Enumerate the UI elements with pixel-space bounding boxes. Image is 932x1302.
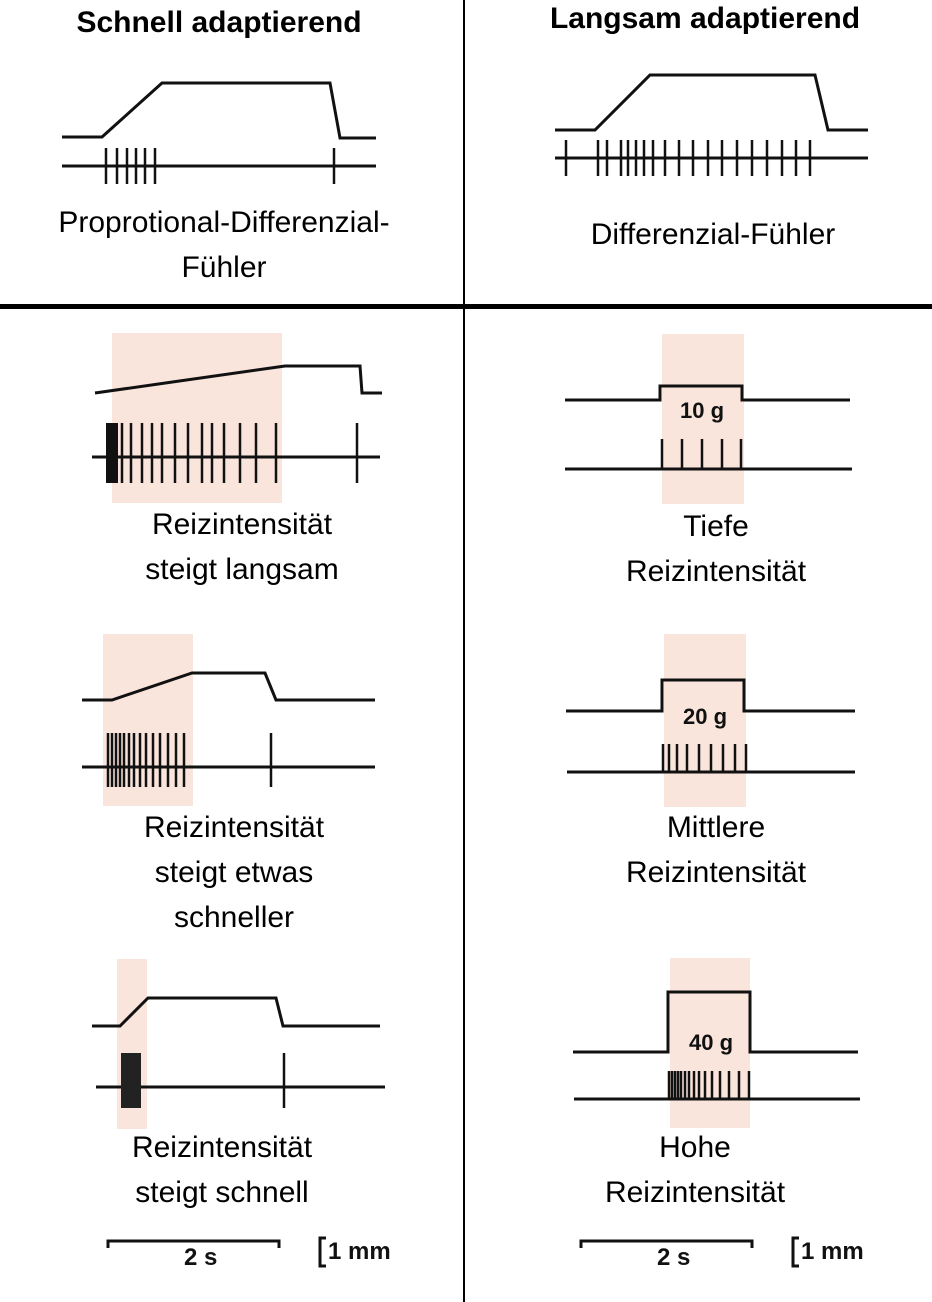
- weight-label: 40 g: [689, 1030, 733, 1055]
- section-divider: [0, 304, 932, 309]
- weight-label: 10 g: [680, 398, 724, 423]
- amplitude-scale-label: 1 mm: [328, 1238, 391, 1265]
- panel-right-2: 20 g: [566, 634, 855, 807]
- time-scale-label: 2 s: [657, 1244, 690, 1271]
- stimulus-trace: [82, 671, 375, 702]
- scale-bar-left: 2 s 1 mm: [106, 1236, 391, 1271]
- panel-left-1: [92, 333, 382, 503]
- spike-burst: [106, 423, 118, 483]
- time-scale: [579, 1239, 754, 1248]
- sensor-type-fast: Proprotional-Differenzial-Fühler: [58, 206, 390, 284]
- weight-label: 20 g: [683, 704, 727, 729]
- stimulus-trace: [565, 384, 850, 402]
- spike-train: [660, 439, 743, 469]
- spike-burst: [121, 1053, 141, 1108]
- spike-train: [121, 1053, 286, 1108]
- panel-left-3: [92, 959, 385, 1129]
- spike-train: [106, 423, 359, 483]
- scale-bar-right: 2 s 1 mm: [579, 1236, 864, 1271]
- time-scale: [106, 1239, 281, 1248]
- sensor-type-slow: Differenzial-Fühler: [590, 218, 836, 251]
- amplitude-scale-label: 1 mm: [801, 1238, 864, 1265]
- time-scale-label: 2 s: [184, 1244, 217, 1271]
- stimulus-trace: [573, 990, 858, 1054]
- stimulus-highlight: [112, 333, 282, 503]
- header-slow-adapting: Langsam adaptierend: [549, 2, 861, 35]
- stimulus-trace: [94, 364, 382, 395]
- overview-slow-adapting: [555, 73, 868, 176]
- spike-train: [667, 1071, 751, 1099]
- stimulus-trace: [62, 81, 376, 140]
- stimulus-highlight: [662, 334, 744, 504]
- stimulus-highlight: [664, 634, 746, 807]
- amplitude-scale: [318, 1236, 326, 1268]
- column-divider: [463, 0, 465, 1302]
- panel-right-1: 10 g: [565, 334, 852, 504]
- spike-train: [104, 148, 336, 184]
- stimulus-trace: [92, 996, 380, 1028]
- stimulus-trace: [566, 678, 855, 713]
- spike-train: [661, 744, 748, 772]
- stimulus-highlight: [103, 634, 193, 806]
- amplitude-scale: [791, 1236, 799, 1268]
- overview-fast-adapting: [62, 81, 376, 184]
- header-fast-adapting: Schnell adaptierend: [76, 6, 362, 39]
- spike-train: [564, 140, 812, 176]
- panel-right-3: 40 g: [573, 958, 860, 1128]
- spike-train: [106, 733, 273, 787]
- stimulus-trace: [555, 73, 868, 132]
- panel-left-2: [82, 634, 375, 806]
